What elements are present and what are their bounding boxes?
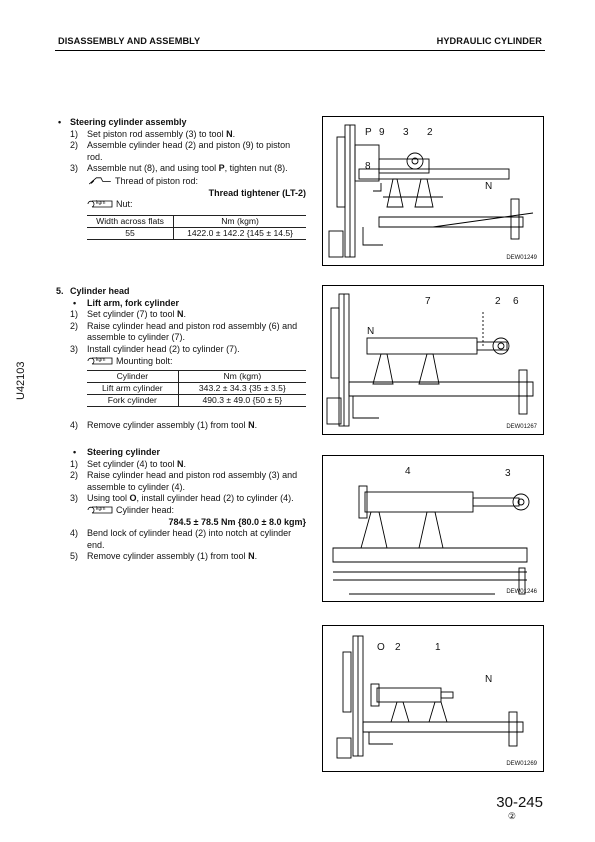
thread-value: Thread tightener (LT-2): [208, 187, 306, 198]
page-number: 30-245: [496, 794, 543, 811]
step: 4)Bend lock of cylinder head (2) into no…: [70, 528, 292, 550]
section-title: 5.Cylinder head: [56, 286, 130, 296]
table-cell: 343.2 ± 34.3 {35 ± 3.5}: [177, 382, 306, 396]
callout-label: 3: [403, 127, 409, 138]
step: 2)Assemble cylinder head (2) and piston …: [70, 140, 291, 162]
section-steering-cylinder: •Steering cylinder 1)Set cylinder (4) to…: [56, 447, 308, 563]
table-cell: Fork cylinder: [87, 394, 179, 408]
section-title: •Steering cylinder assembly: [58, 117, 187, 127]
table-header: Cylinder: [87, 370, 179, 384]
figure-id: DEW01246: [506, 589, 537, 595]
callout-label: N: [485, 674, 493, 685]
callout-label: 9: [379, 127, 385, 138]
callout-label: 8: [365, 161, 371, 172]
callout-label: N: [485, 181, 493, 192]
figure-id: DEW01249: [506, 255, 537, 261]
nut-note: kgm Nut:: [56, 199, 308, 211]
table-cell: 1422.0 ± 142.2 {145 ± 14.5}: [173, 226, 306, 240]
step: 1)Set piston rod assembly (3) to tool N.: [70, 128, 236, 139]
step: 2)Raise cylinder head and piston rod ass…: [70, 320, 298, 343]
thread-note: Thread of piston rod:: [56, 176, 308, 188]
table-cell: 55: [87, 226, 174, 240]
head-note: kgm Cylinder head:: [56, 505, 308, 517]
header-chapter-title: HYDRAULIC CYLINDER: [436, 36, 542, 46]
section-steering-cylinder-assembly: •Steering cylinder assembly 1)Set piston…: [56, 117, 308, 240]
table-cell: Lift arm cylinder: [87, 382, 179, 396]
subsection-title: •Lift arm, fork cylinder: [73, 297, 180, 308]
step: 4)Remove cylinder assembly (1) from tool…: [70, 420, 258, 431]
callout-label: 7: [425, 296, 431, 307]
table-cell: 490.3 ± 49.0 {50 ± 5}: [177, 394, 306, 408]
figure-id: DEW01267: [506, 424, 537, 430]
callout-label: 2: [427, 127, 433, 138]
subsection-title: •Steering cylinder: [73, 447, 161, 457]
page-revision-mark: ②: [507, 811, 516, 821]
figure-drawing: [326, 293, 534, 427]
figure-cylinder-head: 7 2 6 N DEW01267: [322, 285, 544, 435]
callout-label: 2: [395, 642, 401, 653]
torque-wrench-icon: kgm: [87, 356, 113, 365]
torque-wrench-icon: kgm: [87, 505, 113, 514]
callout-label: N: [367, 326, 375, 337]
head-torque-value: 784.5 ± 78.5 Nm {80.0 ± 8.0 kgm}: [168, 516, 306, 527]
torque-wrench-icon: kgm: [87, 199, 113, 208]
table-header: Nm (kgm): [177, 370, 306, 384]
bolt-note: kgm Mounting bolt:: [56, 356, 308, 368]
callout-label: 3: [505, 468, 511, 479]
callout-label: 6: [513, 296, 519, 307]
thread-tightener-icon: [88, 177, 111, 185]
header-rule: [55, 50, 545, 51]
callout-label: P: [365, 127, 372, 138]
figure-steering-cylinder: 4 3 DEW01246: [322, 455, 544, 602]
figure-steering-cylinder-assembly: P 9 3 2 8 N DEW01249: [322, 116, 544, 266]
step: 2)Raise cylinder head and piston rod ass…: [70, 470, 298, 492]
header-section-title: DISASSEMBLY AND ASSEMBLY: [58, 36, 201, 46]
figure-id: DEW01269: [506, 761, 537, 767]
step: 5)Remove cylinder assembly (1) from tool…: [70, 551, 258, 562]
figure-drawing: [332, 485, 530, 595]
step: 3)Install cylinder head (2) to cylinder …: [70, 343, 240, 354]
step: 1)Set cylinder (7) to tool N.: [70, 309, 187, 320]
callout-label: O: [377, 642, 385, 653]
step: 3)Using tool O, install cylinder head (2…: [70, 493, 294, 504]
section-cylinder-head: 5.Cylinder head •Lift arm, fork cylinder…: [56, 286, 308, 432]
callout-label: 2: [495, 296, 501, 307]
callout-label: 1: [435, 642, 441, 653]
figure-drawing: [336, 635, 524, 759]
figure-drawing: [328, 124, 534, 258]
table-header: Nm (kgm): [173, 214, 306, 228]
step: 1)Set cylinder (4) to tool N.: [70, 458, 187, 469]
step: 3)Assemble nut (8), and using tool P, ti…: [70, 163, 288, 174]
document-side-code: U42103: [15, 361, 27, 400]
figure-cylinder-assembly-removal: O 2 1 N DEW01269: [322, 625, 544, 772]
callout-label: 4: [405, 466, 411, 477]
table-header: Width across flats: [87, 214, 174, 228]
